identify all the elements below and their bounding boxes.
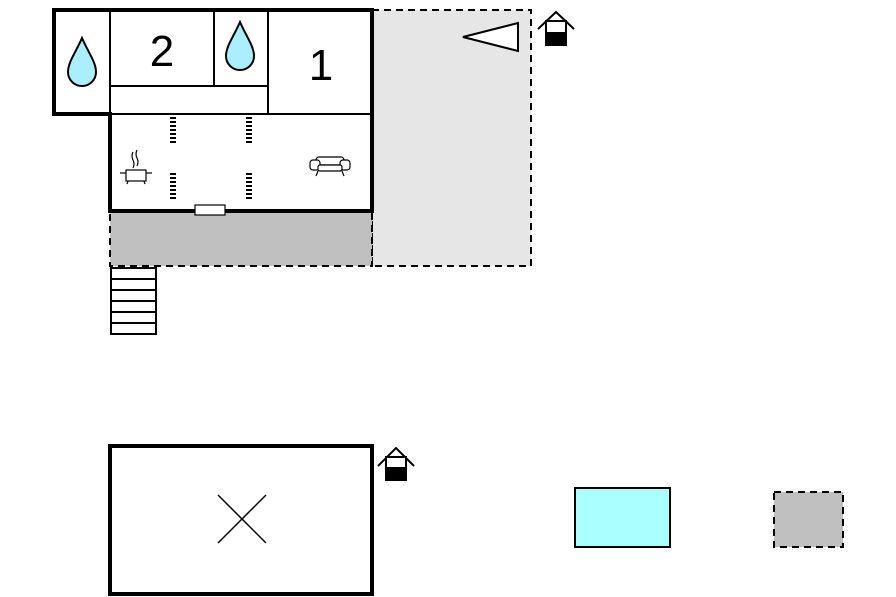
pool xyxy=(574,487,671,548)
barbecue-icon xyxy=(537,10,575,46)
cooking-pot-icon xyxy=(120,149,152,185)
steps-icon xyxy=(110,267,157,335)
terrace-area xyxy=(371,9,532,267)
sofa-icon xyxy=(309,156,351,177)
room-label-bedroom-1: 1 xyxy=(309,41,333,90)
fireplace-icon xyxy=(246,117,252,199)
fireplace-icon xyxy=(170,117,176,199)
interior-walls xyxy=(109,10,372,115)
paved-area xyxy=(773,491,844,548)
room-label-bedroom-2: 2 xyxy=(150,27,174,76)
cross-icon xyxy=(217,494,267,544)
barbecue-icon xyxy=(377,446,415,481)
water-drop-icon xyxy=(224,19,256,71)
water-drop-icon xyxy=(66,35,98,87)
covered-terrace xyxy=(109,210,373,267)
view-direction-icon xyxy=(462,21,519,53)
entrance-door xyxy=(194,204,226,216)
